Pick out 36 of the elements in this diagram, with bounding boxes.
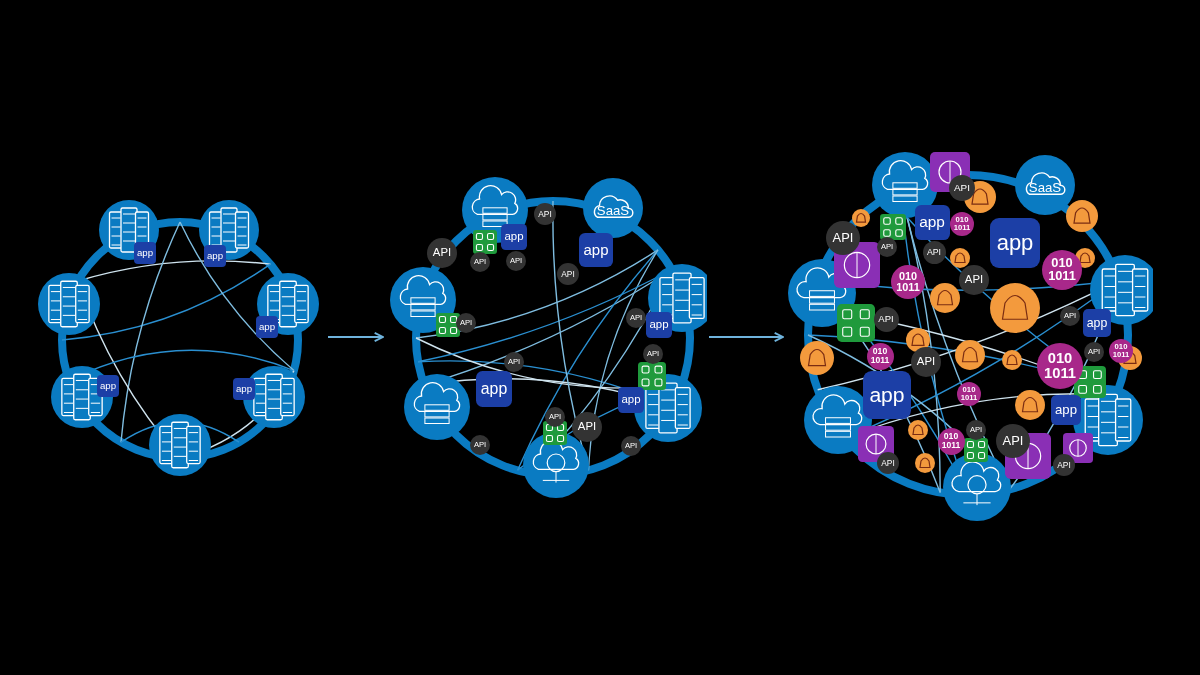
app-tile: app [256, 316, 278, 338]
api-badge: API [572, 412, 602, 442]
app-tile: app [233, 378, 255, 400]
api-badge: API [1053, 454, 1075, 476]
app-tile: app [990, 218, 1040, 268]
arrow [328, 331, 384, 343]
app-tile: app [618, 387, 644, 413]
api-badge: API [534, 203, 556, 225]
api-badge: API [911, 347, 941, 377]
api-badge: API [996, 424, 1030, 458]
api-badge: API [826, 221, 860, 255]
binary-badge: 010 1011 [1037, 343, 1083, 389]
app-tile: app [579, 233, 613, 267]
app-tile: app [1083, 309, 1111, 337]
app-tile: app [204, 245, 226, 267]
binary-badge: 010 1011 [891, 265, 925, 299]
arrow [709, 331, 784, 343]
binary-badge: 010 1011 [1042, 250, 1082, 290]
api-badge: API [873, 306, 899, 332]
api-badge: API [922, 240, 946, 264]
api-badge: API [877, 452, 899, 474]
api-badge: API [557, 263, 579, 285]
api-badge: API [959, 265, 989, 295]
app-tile: app [863, 371, 911, 419]
app-tile: app [476, 371, 512, 407]
cloud-node: SaaS [583, 178, 643, 238]
binary-badge: 010 1011 [937, 427, 965, 455]
app-tile: app [1051, 395, 1081, 425]
app-tile: app [97, 375, 119, 397]
app-tile: app [134, 242, 156, 264]
app-tile: app [646, 312, 672, 338]
app-tile: app [501, 224, 527, 250]
api-badge: API [427, 238, 457, 268]
binary-badge: 010 1011 [866, 342, 894, 370]
app-tile: app [914, 204, 950, 240]
cloud-node: SaaS [1015, 155, 1075, 215]
